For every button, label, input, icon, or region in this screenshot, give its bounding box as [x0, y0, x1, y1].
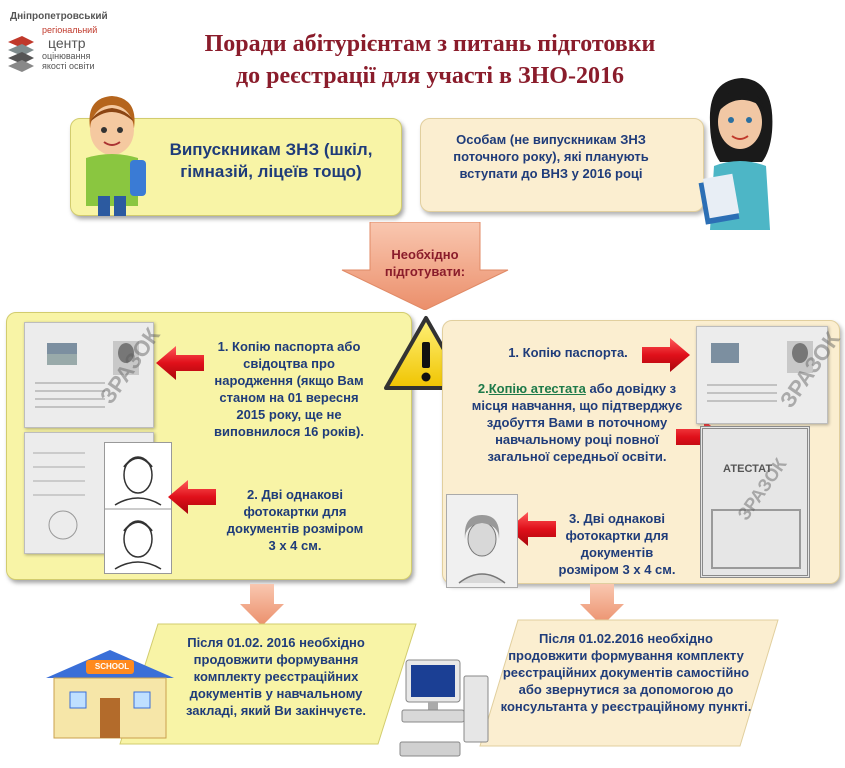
- red-arrow-right-1: [642, 338, 690, 372]
- red-arrow-left-1: [156, 346, 204, 380]
- right-item-3: 3. Дві однакові фотокартки для документі…: [558, 511, 676, 577]
- photo-right-icon: [446, 494, 518, 588]
- center-arrow-text: Необхідно підготувати:: [384, 247, 466, 279]
- logo-line1: Дніпропетровський: [10, 11, 108, 22]
- left-item-1: 1. Копію паспорта або свідоцтва про наро…: [214, 339, 364, 439]
- graduates-text: Випускникам ЗНЗ (шкіл, гімназій, ліцеїв …: [169, 140, 373, 181]
- bottom-left-text: Після 01.02. 2016 необхідно продовжити ф…: [185, 635, 367, 718]
- others-box: Особам (не випускникам ЗНЗ поточного рок…: [420, 118, 704, 212]
- right-item-2-link: Копію атестата: [488, 381, 586, 396]
- computer-icon: [399, 659, 489, 757]
- certificate-icon: АТЕСТАТ ЗРАЗОК: [700, 426, 810, 578]
- bottom-right-box-shape: [479, 619, 779, 747]
- right-item-2-rest: або довідку з місця навчання, що підтвер…: [471, 381, 683, 464]
- red-arrow-left-2: [168, 480, 216, 514]
- boy-icon: [86, 96, 146, 216]
- girl-icon: [698, 78, 773, 230]
- logo-line3: центр: [48, 35, 86, 51]
- passport-icon: ЗРАЗОК: [24, 322, 165, 428]
- logo: Дніпропетровський регіональний центр оці…: [6, 10, 116, 80]
- photo-icon: [104, 442, 172, 574]
- school-sign: SCHOOL: [94, 662, 130, 671]
- logo-line5: якості освіти: [42, 61, 95, 71]
- page-title: Поради абітурієнтам з питань підготовки …: [120, 28, 740, 92]
- logo-line4: оцінювання: [42, 51, 91, 61]
- bottom-right-text: Після 01.02.2016 необхідно продовжити фо…: [500, 631, 752, 714]
- down-arrow-left: [240, 584, 284, 626]
- red-arrow-right-3: [508, 512, 556, 546]
- school-icon: [46, 650, 174, 739]
- left-item-2: 2. Дві однакові фотокартки для документі…: [226, 487, 364, 553]
- down-arrow-right: [580, 584, 624, 626]
- title-line1: Поради абітурієнтам з питань підготовки: [204, 31, 656, 57]
- certificate-title: АТЕСТАТ: [723, 463, 773, 475]
- right-item-1: 1. Копію паспорта.: [508, 345, 628, 360]
- logo-icon: [8, 36, 34, 72]
- center-arrow: [341, 222, 509, 310]
- others-text: Особам (не випускникам ЗНЗ поточного рок…: [453, 132, 649, 181]
- passport-right-icon: ЗРАЗОК: [696, 326, 845, 424]
- right-item-2-prefix: 2.: [477, 381, 489, 396]
- logo-line2: регіональний: [42, 25, 98, 35]
- right-item-2: 2.Копію атестата або довідку з місця нав…: [470, 380, 684, 465]
- title-line2: до реєстрації для участі в ЗНО-2016: [236, 63, 624, 89]
